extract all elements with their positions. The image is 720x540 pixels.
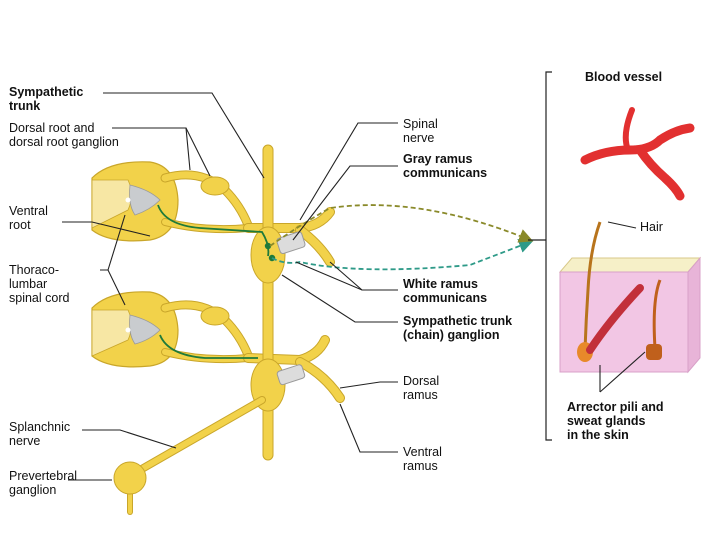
label-prevertebral-ganglion: Prevertebral ganglion bbox=[9, 469, 78, 497]
label-dorsal-ramus: Dorsal ramus bbox=[403, 374, 440, 402]
label-gray-ramus: Gray ramus communicans bbox=[403, 152, 488, 180]
label-splanchnic-nerve: Splanchnic nerve bbox=[9, 420, 71, 448]
label-trunk-ganglion: Sympathetic trunk (chain) ganglion bbox=[403, 314, 513, 342]
skin-illustration bbox=[558, 221, 702, 374]
spinal-cord-upper bbox=[91, 161, 179, 242]
label-sympathetic-trunk-text: Sympathetic trunk bbox=[9, 85, 84, 113]
leader-lines bbox=[62, 92, 646, 481]
label-hair: Hair bbox=[640, 220, 663, 234]
target-bracket bbox=[528, 71, 552, 441]
sympathetic-trunk bbox=[250, 144, 306, 461]
label-dorsal-root: Dorsal root and dorsal root ganglion bbox=[9, 121, 119, 149]
label-white-ramus: White ramus communicans bbox=[403, 277, 488, 305]
blood-vessel-illustration bbox=[580, 107, 695, 201]
label-spinal-nerve: Spinal nerve bbox=[403, 117, 438, 145]
label-ventral-ramus: Ventral ramus bbox=[403, 445, 442, 473]
label-spinal-cord: Thoraco- lumbar spinal cord bbox=[9, 263, 70, 305]
lower-spinal-nerve bbox=[160, 300, 345, 403]
label-blood-vessel: Blood vessel bbox=[585, 70, 663, 84]
preganglionic-fiber bbox=[157, 204, 276, 359]
label-arrector: Arrector pili and sweat glands in the sk… bbox=[567, 400, 664, 442]
label-ventral-root: Ventral root bbox=[9, 204, 48, 232]
splanchnic-nerve bbox=[113, 396, 266, 515]
postganglionic-fiber-skin bbox=[269, 204, 534, 271]
spinal-cord-lower bbox=[91, 291, 179, 368]
upper-spinal-nerve bbox=[160, 170, 335, 267]
